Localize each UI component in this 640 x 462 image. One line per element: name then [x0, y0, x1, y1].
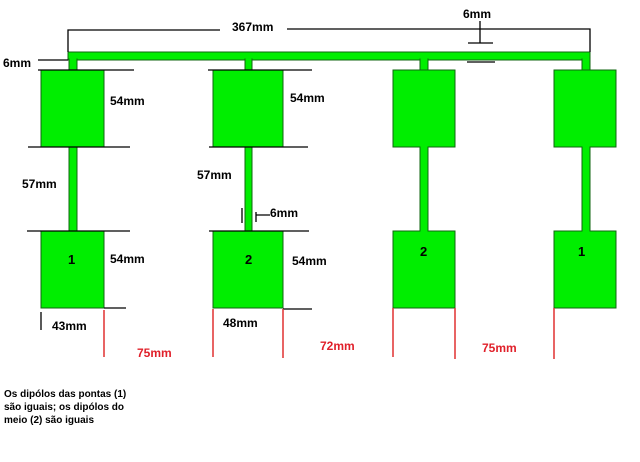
- patch-4-bottom: [553, 230, 617, 309]
- dipole-label-1: 1: [68, 252, 75, 267]
- dipole-label-3: 2: [420, 244, 427, 259]
- note-line: meio (2) são iguais: [4, 415, 95, 426]
- dimension-lines: [27, 21, 591, 330]
- dipole-label-4: 1: [578, 244, 585, 259]
- patch1-height-top-label: 54mm: [110, 94, 145, 108]
- patch-1-top: [40, 69, 105, 148]
- patch-2-top: [212, 69, 284, 148]
- note-line: Os dipólos das pontas (1): [4, 389, 127, 400]
- note-line: são iguais; os dipólos do: [4, 402, 125, 413]
- spacing-1-2-label: 75mm: [137, 346, 172, 360]
- antenna-array: [40, 51, 617, 309]
- note-text: Os dipólos das pontas (1) são iguais; os…: [4, 388, 126, 427]
- patch-4-top: [553, 69, 617, 148]
- feed-width-left-label: 6mm: [3, 56, 31, 70]
- patch1-width-label: 43mm: [52, 319, 87, 333]
- patch2-gap-label: 57mm: [197, 168, 232, 182]
- spacing-2-3-label: 72mm: [320, 339, 355, 353]
- patch-3-top: [392, 69, 456, 148]
- patch-2-bottom: [212, 230, 284, 309]
- patch-3-bottom: [392, 230, 456, 309]
- patch2-height-bottom-label: 54mm: [292, 254, 327, 268]
- patch2-height-top-label: 54mm: [290, 91, 325, 105]
- spacing-3-4-label: 75mm: [482, 341, 517, 355]
- feed-bar: [67, 51, 591, 61]
- patch1-gap-label: 57mm: [22, 177, 57, 191]
- patch-1-bottom: [40, 230, 105, 309]
- total-length-label: 367mm: [232, 20, 273, 34]
- spacing-lines: [103, 308, 555, 359]
- patch2-width-label: 48mm: [223, 316, 258, 330]
- dipole-label-2: 2: [245, 252, 252, 267]
- patch1-height-bottom-label: 54mm: [110, 252, 145, 266]
- feed-width-top-label: 6mm: [463, 7, 491, 21]
- line-width-label: 6mm: [270, 206, 298, 220]
